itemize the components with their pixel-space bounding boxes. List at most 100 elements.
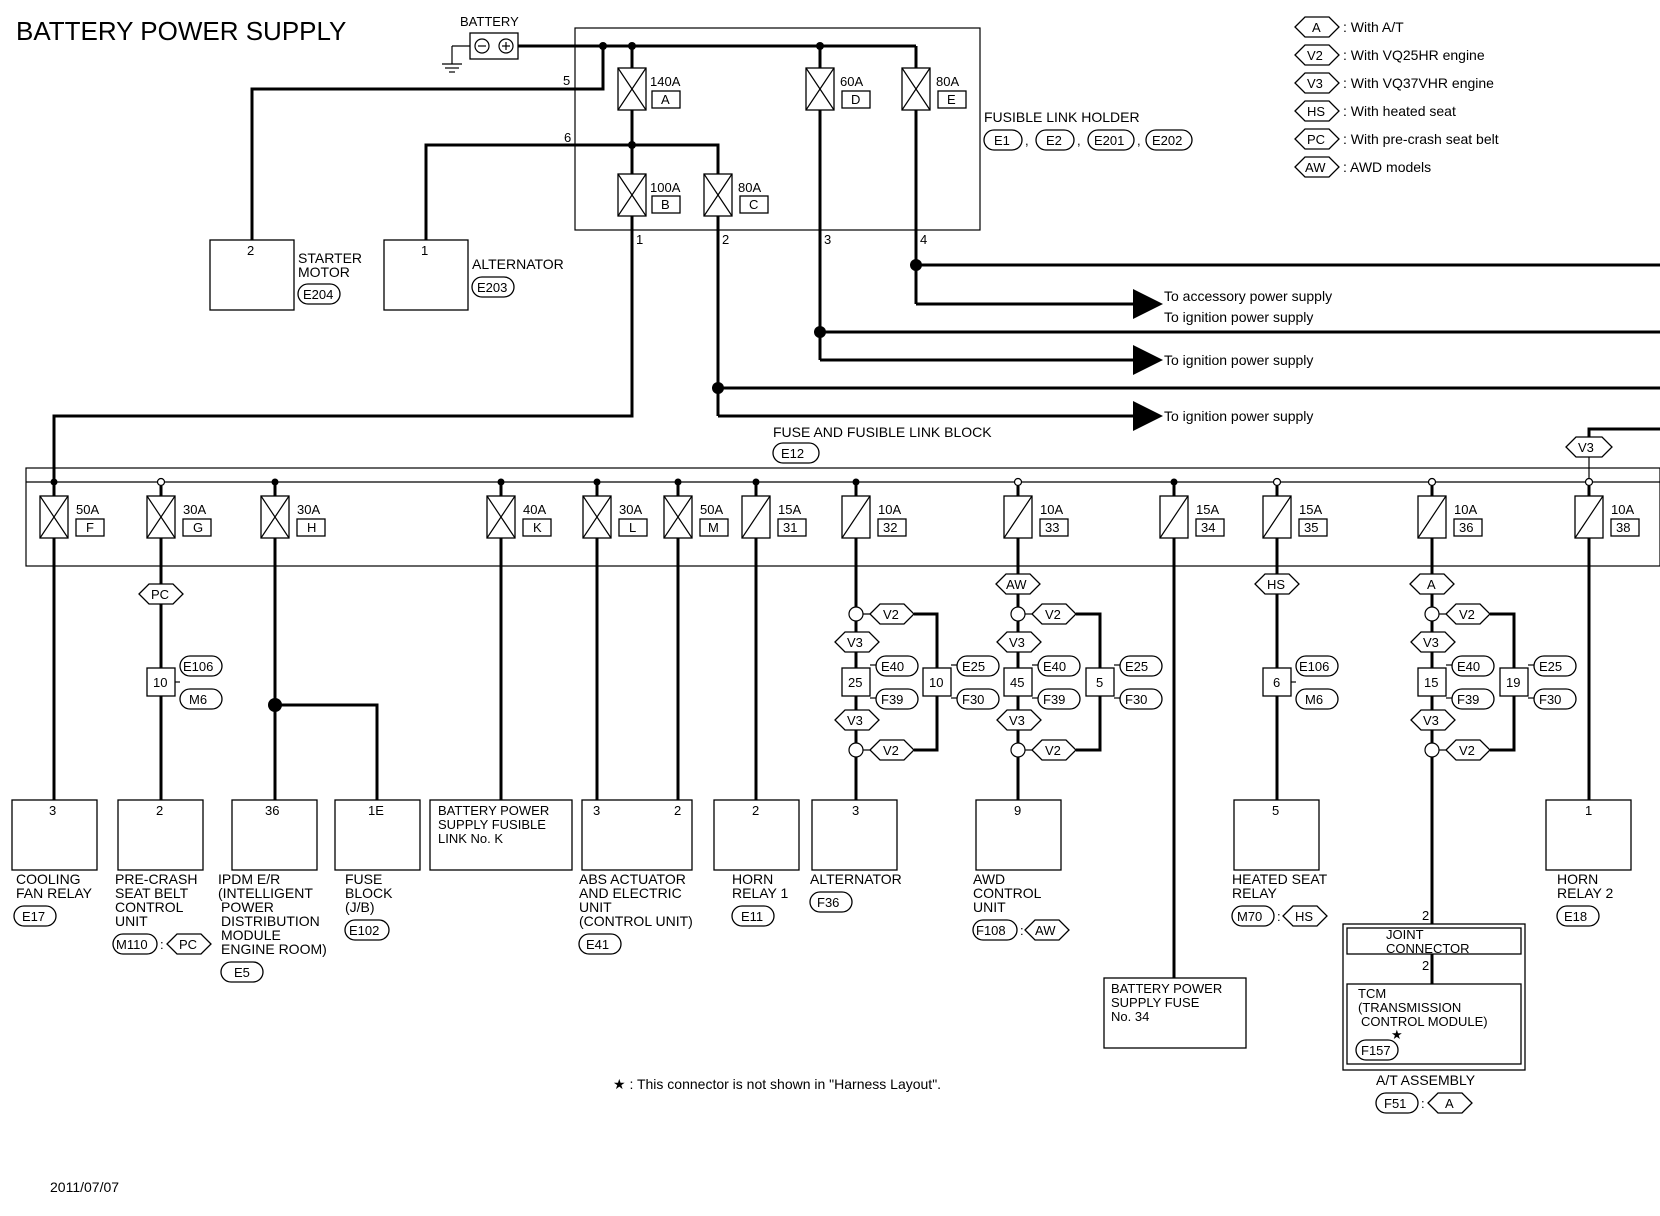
arrow-ignition-1: To ignition power supply	[1164, 309, 1313, 325]
svg-text:10A: 10A	[1611, 502, 1634, 517]
svg-text:5: 5	[1272, 803, 1279, 818]
svg-text:E106: E106	[1299, 659, 1329, 674]
svg-text:BATTERY POWER: BATTERY POWER	[1111, 981, 1222, 996]
fuse-block-label: FUSE AND FUSIBLE LINK BLOCK	[773, 424, 992, 440]
svg-text:10: 10	[929, 675, 943, 690]
svg-text:MODULE: MODULE	[221, 927, 281, 943]
svg-text:HS: HS	[1307, 104, 1325, 119]
fuse-F: 50A F	[39, 478, 105, 800]
svg-text:HORN: HORN	[732, 871, 773, 887]
svg-text:E106: E106	[183, 659, 213, 674]
svg-text:45: 45	[1010, 675, 1024, 690]
svg-text:30A: 30A	[297, 502, 320, 517]
svg-text:RELAY: RELAY	[1232, 885, 1278, 901]
fusible-link-holder-frame	[574, 27, 981, 231]
svg-text:E25: E25	[962, 659, 985, 674]
svg-text:E: E	[947, 92, 956, 107]
svg-text:BATTERY POWER: BATTERY POWER	[438, 803, 549, 818]
svg-text:COOLING: COOLING	[16, 871, 81, 887]
svg-text:2: 2	[752, 803, 759, 818]
svg-text:A: A	[1312, 20, 1321, 35]
svg-text:50A: 50A	[76, 502, 99, 517]
svg-text:L: L	[629, 520, 636, 535]
svg-text:1: 1	[636, 232, 643, 247]
svg-text:10A: 10A	[1454, 502, 1477, 517]
fuse-36: 10A 36	[1417, 477, 1483, 539]
svg-text:E40: E40	[1043, 659, 1066, 674]
svg-text:V3: V3	[1009, 713, 1025, 728]
fuse-35: 15A 35	[1262, 477, 1328, 539]
svg-text:V2: V2	[1307, 48, 1323, 63]
cooling-fan-relay: 3 COOLING FAN RELAY E17	[11, 799, 98, 927]
heated-seat-relay: 5 HEATED SEAT RELAY M70 : HS	[1231, 799, 1328, 927]
svg-text:E25: E25	[1125, 659, 1148, 674]
svg-text:M6: M6	[1305, 692, 1323, 707]
svg-text:: AWD models: : AWD models	[1343, 159, 1431, 175]
heated-seat-branch: HS 6 E106 M6	[1254, 538, 1339, 800]
svg-text:32: 32	[883, 520, 897, 535]
arrow-ignition-2: To ignition power supply	[1164, 352, 1313, 368]
svg-text:ENGINE ROOM): ENGINE ROOM)	[221, 941, 327, 957]
svg-text:ABS ACTUATOR: ABS ACTUATOR	[579, 871, 686, 887]
fusible-link-holder-connectors: E1 , E2 , E201 , E202	[983, 129, 1193, 151]
svg-text:E201: E201	[1094, 133, 1124, 148]
fusible-link-holder-label: FUSIBLE LINK HOLDER	[984, 109, 1140, 125]
svg-text:E41: E41	[586, 937, 609, 952]
svg-text:AWD: AWD	[973, 871, 1005, 887]
svg-text:100A: 100A	[650, 180, 681, 195]
svg-text:V2: V2	[883, 607, 899, 622]
svg-text:V3: V3	[1423, 713, 1439, 728]
svg-text:M6: M6	[189, 692, 207, 707]
fuse-M: 50A M	[663, 478, 729, 800]
svg-text:V2: V2	[1045, 743, 1061, 758]
fuse-block-connector: E12	[781, 446, 804, 461]
svg-text:F39: F39	[1043, 692, 1065, 707]
svg-text:HEATED SEAT: HEATED SEAT	[1232, 871, 1328, 887]
at-assembly: 2 JOINT CONNECTOR 2 TCM (TRANSMISSION CO…	[1342, 908, 1526, 1114]
svg-text:F108: F108	[976, 923, 1006, 938]
svg-text:V3: V3	[1307, 76, 1323, 91]
alternator-top	[383, 239, 469, 311]
svg-text:F39: F39	[1457, 692, 1479, 707]
svg-text:A/T ASSEMBLY: A/T ASSEMBLY	[1376, 1072, 1476, 1088]
svg-text:CONTROL: CONTROL	[973, 885, 1042, 901]
fuse-K: 40A K	[486, 478, 552, 800]
terminal-5: 5	[563, 73, 570, 88]
svg-text:CONTROL: CONTROL	[115, 899, 184, 915]
svg-text:E102: E102	[349, 923, 379, 938]
battery-label: BATTERY	[460, 14, 519, 29]
fuse-31: 15A 31	[741, 478, 807, 800]
svg-text:BLOCK: BLOCK	[345, 885, 393, 901]
svg-text:CONTROL MODULE): CONTROL MODULE)	[1361, 1014, 1488, 1029]
svg-text:(J/B): (J/B)	[345, 899, 375, 915]
svg-text:F39: F39	[881, 692, 903, 707]
svg-text:AW: AW	[1305, 160, 1326, 175]
svg-text:E18: E18	[1564, 909, 1587, 924]
svg-text:2: 2	[1422, 958, 1429, 973]
svg-text:H: H	[307, 520, 316, 535]
fusible-link-60a: 60A D	[805, 46, 871, 111]
svg-text:F157: F157	[1361, 1043, 1391, 1058]
svg-text:CONNECTOR: CONNECTOR	[1386, 941, 1470, 956]
svg-text:5: 5	[1096, 675, 1103, 690]
svg-text:140A: 140A	[650, 74, 681, 89]
alternator-branch: V2 V3 25 E40 F39 V3 V2 10 E25 F30	[834, 538, 1000, 800]
svg-text:V3: V3	[847, 713, 863, 728]
svg-text:TCM: TCM	[1358, 986, 1386, 1001]
svg-text:V3: V3	[847, 635, 863, 650]
svg-text:36: 36	[1459, 520, 1473, 535]
legend: A: With A/T V2: With VQ25HR engine V3: W…	[1294, 16, 1499, 178]
svg-text:15A: 15A	[778, 502, 801, 517]
svg-text:PC: PC	[151, 587, 169, 602]
svg-text:: With A/T: : With A/T	[1343, 19, 1404, 35]
svg-text:V3: V3	[1423, 635, 1439, 650]
svg-text:2: 2	[674, 803, 681, 818]
svg-text:ALTERNATOR: ALTERNATOR	[472, 256, 564, 272]
svg-text:FAN RELAY: FAN RELAY	[16, 885, 93, 901]
svg-text:RELAY 1: RELAY 1	[732, 885, 789, 901]
svg-text:LINK No. K: LINK No. K	[438, 831, 503, 846]
svg-text:M70: M70	[1237, 909, 1262, 924]
svg-text:3: 3	[49, 803, 56, 818]
svg-text:M: M	[708, 520, 719, 535]
svg-text:6: 6	[1273, 675, 1280, 690]
